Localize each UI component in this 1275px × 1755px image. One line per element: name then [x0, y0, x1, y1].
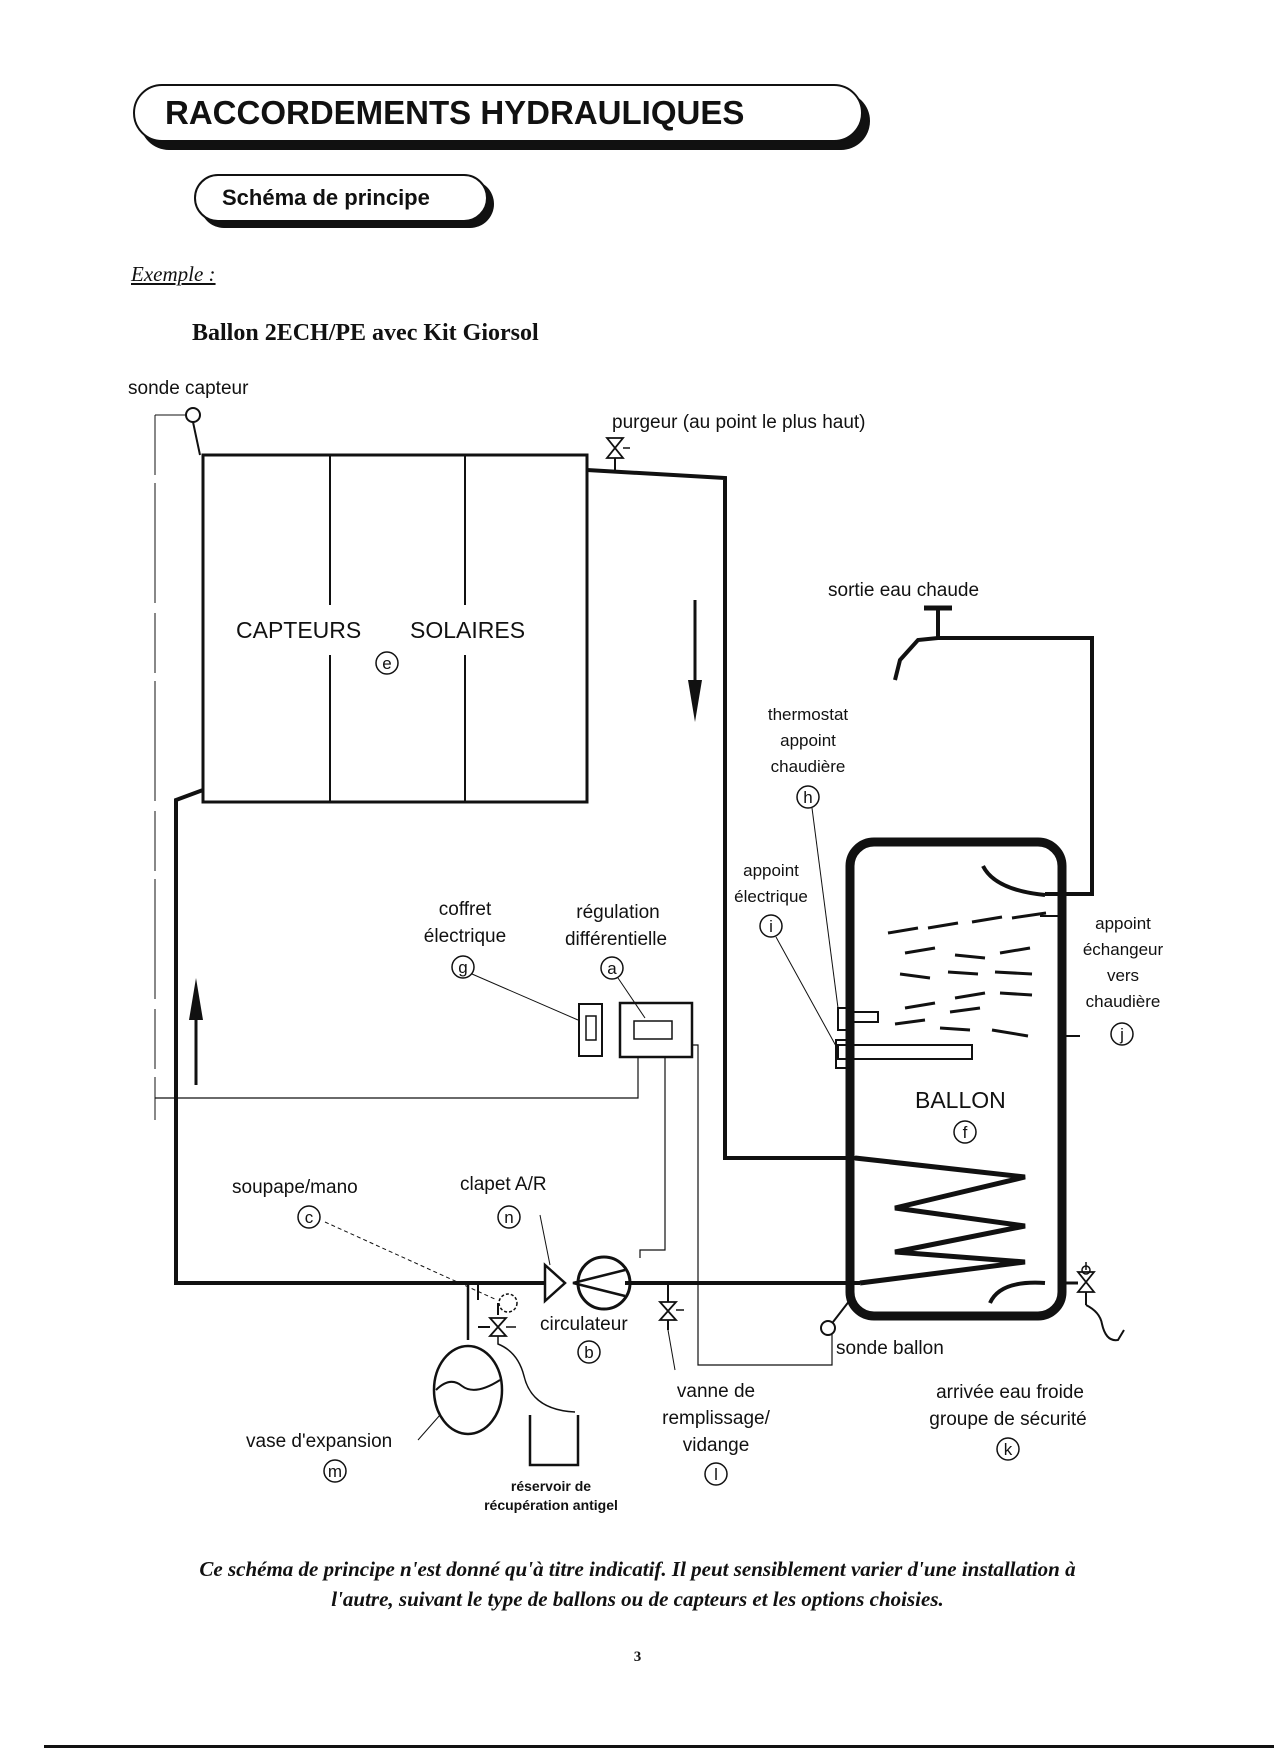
ballon-label: BALLON: [915, 1087, 1006, 1113]
marker-a: a: [600, 956, 646, 1019]
marker-m: m: [323, 1459, 347, 1483]
coffret-label-line1: coffret: [439, 899, 492, 920]
antifreeze-recovery-tank-icon: [528, 1415, 580, 1467]
svg-text:m: m: [328, 1462, 342, 1481]
sonde-ballon-label: sonde ballon: [836, 1338, 944, 1359]
appoint-echangeur-label-line3: vers: [1107, 966, 1139, 985]
svg-text:j: j: [1119, 1025, 1124, 1044]
purgeur-valve-icon: [605, 437, 630, 472]
vanne-label-line3: vidange: [683, 1435, 750, 1456]
regulation-label-line1: régulation: [576, 902, 659, 923]
marker-n: n: [497, 1205, 551, 1266]
vase-leader: [417, 1414, 441, 1441]
marker-b: b: [577, 1340, 601, 1364]
appoint-electrique-label-line2: électrique: [734, 887, 808, 906]
regulation-label-line2: différentielle: [565, 929, 667, 950]
disclaimer-line-2: l'autre, suivant le type de ballons ou d…: [331, 1587, 944, 1611]
svg-text:l: l: [714, 1465, 718, 1484]
appoint-echangeur-connection: [1040, 915, 1080, 1037]
svg-text:b: b: [584, 1343, 593, 1362]
marker-e: e: [375, 651, 399, 675]
reservoir-label-line2: récupération antigel: [484, 1497, 618, 1513]
safety-group-valve-icon: [1062, 1262, 1125, 1342]
marker-g: g: [451, 955, 579, 1021]
sortie-eau-chaude-label: sortie eau chaude: [828, 580, 979, 601]
solar-collector-panel: [201, 453, 589, 804]
disclaimer-line-1: Ce schéma de principe n'est donné qu'à t…: [199, 1557, 1076, 1581]
svg-text:f: f: [963, 1123, 968, 1142]
disclaimer-note: Ce schéma de principe n'est donné qu'à t…: [100, 1554, 1175, 1614]
circulateur-label: circulateur: [540, 1314, 628, 1335]
marker-l: l: [704, 1462, 728, 1486]
arrivee-label-line2: groupe de sécurité: [929, 1409, 1086, 1430]
sonde-ballon-sensor: [820, 1299, 851, 1336]
vase-label: vase d'expansion: [246, 1431, 392, 1452]
collector-label-solaires: SOLAIRES: [410, 617, 525, 643]
marker-j: j: [1110, 1022, 1134, 1046]
svg-text:n: n: [504, 1208, 513, 1227]
section-subtitle: Schéma de principe: [222, 185, 430, 210]
sonde-capteur-sensor: [154, 407, 201, 1120]
control-wiring: [155, 1044, 833, 1366]
svg-text:c: c: [305, 1208, 314, 1227]
pipe-network: [174, 468, 1094, 1285]
tank-exchanger-flow-marks: [887, 911, 1047, 1038]
fill-drain-valve-icon: [657, 1283, 684, 1371]
appoint-echangeur-label-line4: chaudière: [1086, 992, 1161, 1011]
storage-tank: [835, 837, 1067, 1321]
coffret-electrique-box: [578, 1003, 603, 1057]
svg-text:k: k: [1004, 1440, 1013, 1459]
marker-h: h: [796, 785, 839, 1009]
appoint-electrique-label-line1: appoint: [743, 861, 799, 880]
footer-rule: [44, 1745, 1274, 1748]
svg-text:h: h: [803, 788, 812, 807]
section-subtitle-banner: Schéma de principe: [194, 174, 488, 222]
page-title: RACCORDEMENTS HYDRAULIQUES: [165, 94, 745, 131]
thermostat-label-line2: appoint: [780, 731, 836, 750]
purgeur-label: purgeur (au point le plus haut): [612, 412, 866, 433]
marker-k: k: [996, 1437, 1020, 1461]
flow-arrow-down: [688, 600, 702, 722]
vanne-label-line2: remplissage/: [662, 1408, 770, 1429]
circulator-pump-icon: [543, 1255, 632, 1311]
appoint-echangeur-label-line1: appoint: [1095, 914, 1151, 933]
page-number: 3: [633, 1649, 642, 1665]
soupape-label: soupape/mano: [232, 1177, 358, 1198]
arrivee-label-line1: arrivée eau froide: [936, 1382, 1084, 1403]
collector-label-capteurs: CAPTEURS: [236, 617, 361, 643]
page-title-banner: RACCORDEMENTS HYDRAULIQUES: [133, 84, 863, 142]
thermostat-label-line1: thermostat: [768, 705, 849, 724]
svg-text:e: e: [382, 654, 391, 673]
example-label: Exemple :: [131, 262, 216, 286]
marker-f: f: [953, 1120, 977, 1144]
appoint-echangeur-label-line2: échangeur: [1083, 940, 1164, 959]
svg-text:g: g: [458, 958, 467, 977]
expansion-vessel-icon: [432, 1283, 504, 1436]
safety-valve-manometer-icon: [477, 1283, 576, 1413]
flow-arrow-up: [189, 978, 203, 1085]
vanne-label-line1: vanne de: [677, 1381, 755, 1402]
coffret-label-line2: électrique: [424, 926, 506, 947]
thermostat-label-line3: chaudière: [771, 757, 846, 776]
diagram-title: Ballon 2ECH/PE avec Kit Giorsol: [192, 320, 539, 346]
sonde-capteur-label: sonde capteur: [128, 378, 249, 399]
clapet-label: clapet A/R: [460, 1174, 547, 1195]
svg-text:a: a: [607, 959, 617, 978]
reservoir-label-line1: réservoir de: [511, 1478, 591, 1494]
svg-text:i: i: [769, 917, 773, 936]
regulation-differentielle-box: [618, 1001, 694, 1059]
marker-i: i: [759, 914, 837, 1047]
